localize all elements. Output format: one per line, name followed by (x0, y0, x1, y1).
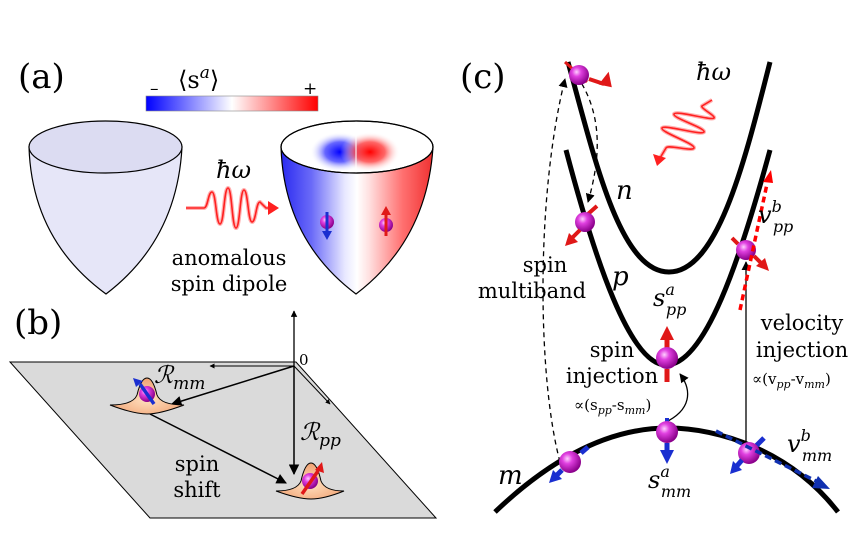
multiband-label-1: spin (523, 253, 567, 277)
spin-injection-label-2: injection (566, 364, 658, 388)
r-pp-label: ℛpp (300, 418, 341, 451)
spin-ball-p-right (730, 170, 773, 311)
multiband-label-2: multiband (478, 279, 586, 303)
multiband-arrow-1 (542, 78, 568, 463)
bowl-equilibrium (28, 120, 183, 295)
spin-ball-m-right (715, 429, 830, 489)
colorbar-gradient (145, 95, 319, 112)
panel-c-label: (c) (460, 57, 506, 97)
velocity-injection-label-1: velocity (760, 311, 844, 335)
colorbar-label: ⟨sa⟩ (178, 63, 219, 94)
band-n (565, 61, 773, 275)
colorbar-plus: + (303, 79, 317, 99)
anomalous-label: anomalous (172, 246, 287, 270)
band-m-label: m (498, 461, 523, 491)
velocity-injection-formula: ∝(vpp-vmm) (752, 370, 831, 391)
spin-dipole-label: spin dipole (171, 272, 288, 296)
spin-injection-arrow (663, 373, 689, 424)
origin-label: 0 (299, 351, 309, 369)
bowl-spin-dipole (280, 120, 434, 295)
multiband-arrow-2 (576, 75, 598, 203)
axes-b (209, 310, 331, 405)
band-n-label: n (616, 176, 633, 206)
panel-b-label: (b) (14, 303, 62, 343)
band-p-label: p (612, 262, 629, 292)
spin-up-arrow (381, 206, 391, 215)
spin-ball-p-bottom (656, 326, 678, 382)
colorbar-minus: – (150, 79, 159, 99)
photon-wave-c (653, 98, 717, 166)
spin-shift-label-1: spin (175, 452, 219, 476)
spin-shift-label-2: shift (173, 478, 221, 502)
real-space-plane (8, 361, 438, 519)
wavepacket-pp (275, 462, 345, 500)
colorbar: ⟨sa⟩ – + (145, 63, 319, 112)
photon-wave-a (186, 185, 279, 231)
spin-injection-formula: ∝(spp-smm) (574, 396, 651, 417)
spin-ball-m-top (656, 418, 678, 464)
r-mm-vector (170, 365, 295, 407)
spin-ball-m-left (549, 445, 590, 483)
spin-ball-n-left (565, 204, 599, 246)
spin-injection-label-1: spin (590, 338, 634, 362)
photon-label-a: ħω (216, 156, 251, 184)
panel-a-label: (a) (18, 57, 65, 97)
photon-label-c: ħω (696, 58, 731, 86)
wavepacket-mm (109, 377, 185, 415)
velocity-injection-label-2: injection (756, 338, 848, 362)
r-mm-label: ℛmm (154, 361, 205, 394)
spin-shift-vector (149, 413, 287, 484)
spin-ball-n-top (563, 60, 612, 88)
spin-down-arrow (322, 231, 332, 240)
